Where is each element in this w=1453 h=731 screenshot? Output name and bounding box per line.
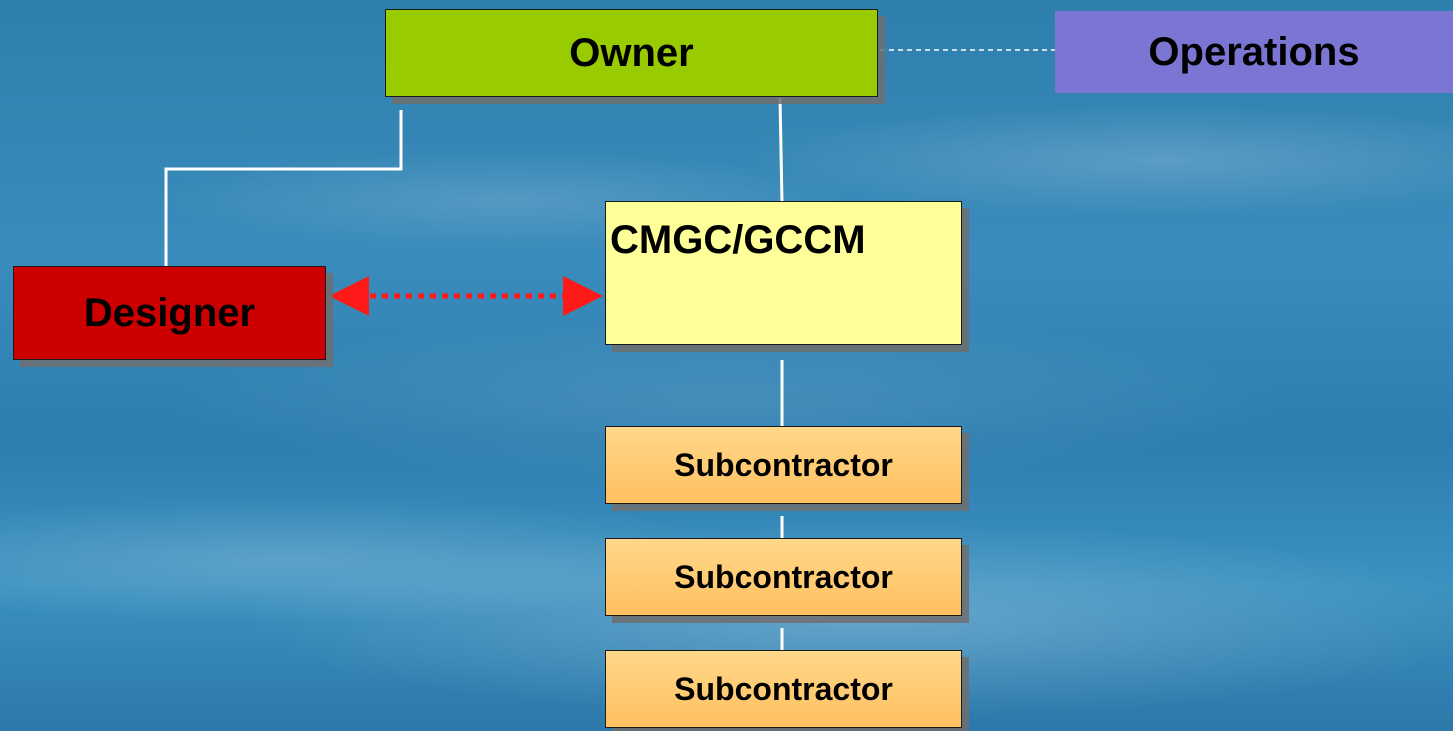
operations-box: Operations: [1055, 11, 1453, 93]
subcontractor-label-2: Subcontractor: [674, 558, 893, 595]
operations-label: Operations: [1148, 29, 1360, 74]
owner-label: Owner: [569, 30, 694, 75]
designer-label: Designer: [83, 290, 256, 335]
owner-designer-connector: [164, 110, 403, 268]
cmgc-label: CMGC/GCCM: [610, 218, 866, 262]
subcontractor-box-2: Subcontractor: [605, 538, 962, 616]
owner-cmgc-connector: [778, 97, 784, 204]
subcontractor-label-1: Subcontractor: [674, 446, 893, 483]
subcontractor-box-3: Subcontractor: [605, 650, 962, 728]
subcontractor-label-3: Subcontractor: [674, 670, 893, 707]
designer-box: Designer: [13, 266, 326, 360]
owner-box: Owner: [385, 9, 878, 97]
cmgc-box: CMGC/GCCM: [605, 201, 962, 345]
subcontractor-box-1: Subcontractor: [605, 426, 962, 504]
